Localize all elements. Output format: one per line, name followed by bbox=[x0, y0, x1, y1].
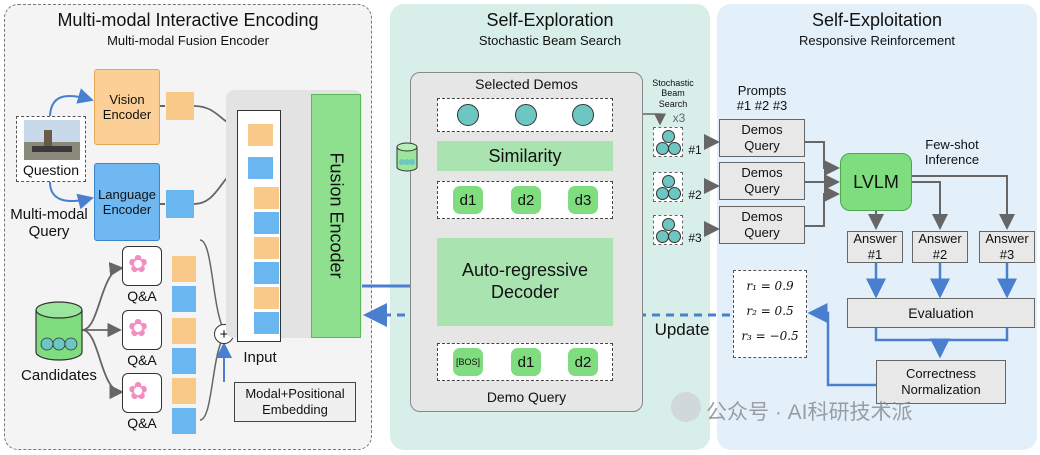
prompts-label: Prompts #1 #2 #3 bbox=[736, 83, 788, 113]
bos-token: [BOS] bbox=[453, 348, 483, 376]
reward-box bbox=[733, 270, 807, 358]
lvlm-box: LVLM bbox=[840, 153, 912, 211]
query-token-d1: d1 bbox=[511, 348, 541, 376]
language-token bbox=[166, 190, 194, 218]
candidates-database-icon bbox=[35, 301, 83, 361]
question-image bbox=[24, 120, 80, 160]
left-panel-subtitle: Multi-modal Fusion Encoder bbox=[107, 33, 269, 48]
qa-token bbox=[172, 318, 196, 344]
qa-label-2: Q&A bbox=[127, 352, 157, 368]
watermark-text: 公众号 · AI科研技术派 bbox=[706, 401, 913, 424]
prompt-box-3: Demos Query bbox=[719, 206, 805, 244]
selected-demo-node bbox=[515, 104, 537, 126]
demo-token-d2: d2 bbox=[511, 186, 541, 214]
middle-panel-title: Self-Exploration bbox=[486, 10, 614, 30]
correctness-normalization-box: Correctness Normalization bbox=[876, 360, 1006, 404]
qa-token bbox=[172, 378, 196, 404]
qa-card-3 bbox=[122, 373, 162, 413]
input-token bbox=[254, 237, 279, 259]
similarity-box: Similarity bbox=[437, 141, 613, 171]
right-panel-subtitle: Responsive Reinforcement bbox=[798, 33, 956, 48]
answer-box-2: Answer #2 bbox=[912, 231, 968, 263]
input-token bbox=[254, 212, 279, 234]
beam-2-label: #2 bbox=[688, 188, 702, 202]
input-token bbox=[248, 157, 273, 179]
stochastic-beam-search-label: Stochastic Beam Search bbox=[652, 78, 694, 109]
qa-token bbox=[172, 256, 196, 282]
input-token bbox=[248, 124, 273, 146]
qa-token bbox=[172, 348, 196, 374]
fusion-encoder-label: Fusion Encoder bbox=[326, 152, 347, 279]
beam-1-label: #1 bbox=[688, 143, 702, 157]
qa-card-1 bbox=[122, 246, 162, 286]
x3-label: x3 bbox=[672, 111, 686, 125]
flower-icon: ✿ bbox=[128, 251, 149, 278]
qa-token bbox=[172, 286, 196, 312]
fewshot-label: Few-shot Inference bbox=[924, 137, 980, 167]
answer-box-3: Answer #3 bbox=[979, 231, 1035, 263]
input-token bbox=[254, 287, 279, 309]
modal-positional-embedding: Modal+Positional Embedding bbox=[234, 382, 356, 422]
reward-2: r₂ = 0.5 bbox=[746, 304, 794, 318]
demo-query-label: Demo Query bbox=[486, 389, 567, 405]
language-encoder: Language Encoder bbox=[94, 163, 160, 241]
wechat-icon bbox=[671, 392, 701, 422]
middle-panel-subtitle: Stochastic Beam Search bbox=[478, 33, 622, 48]
qa-card-2 bbox=[122, 310, 162, 350]
demo-token-d1: d1 bbox=[453, 186, 483, 214]
flower-icon: ✿ bbox=[128, 378, 149, 405]
demo-database-icon bbox=[396, 142, 418, 172]
candidates-label: Candidates bbox=[21, 367, 97, 384]
evaluation-box: Evaluation bbox=[847, 298, 1035, 328]
input-token bbox=[254, 262, 279, 284]
input-token bbox=[254, 312, 279, 334]
fusion-encoder bbox=[311, 94, 361, 338]
beam-1 bbox=[653, 127, 683, 157]
reward-1: r₁ = 0.9 bbox=[746, 279, 794, 293]
beam-3 bbox=[653, 215, 683, 245]
beam-3-label: #3 bbox=[688, 231, 702, 245]
multimodal-query-label: Multi-modal Query bbox=[10, 206, 88, 241]
question-label: Question bbox=[22, 162, 80, 178]
autoregressive-decoder: Auto-regressive Decoder bbox=[437, 238, 613, 326]
qa-token bbox=[172, 408, 196, 434]
right-panel-title: Self-Exploitation bbox=[811, 10, 943, 30]
flower-icon: ✿ bbox=[128, 315, 149, 342]
prompt-box-2: Demos Query bbox=[719, 162, 805, 200]
input-token bbox=[254, 187, 279, 209]
qa-label-3: Q&A bbox=[127, 415, 157, 431]
selected-demo-node bbox=[457, 104, 479, 126]
selected-demos-label: Selected Demos bbox=[475, 76, 578, 92]
vision-encoder: Vision Encoder bbox=[94, 69, 160, 145]
beam-2 bbox=[653, 172, 683, 202]
selected-demo-node bbox=[572, 104, 594, 126]
answer-box-1: Answer #1 bbox=[847, 231, 903, 263]
vision-token bbox=[166, 92, 194, 120]
left-panel-title: Multi-modal Interactive Encoding bbox=[57, 10, 319, 30]
qa-label-1: Q&A bbox=[127, 288, 157, 304]
reward-3: r₃ = −0.5 bbox=[741, 329, 799, 343]
update-label: Update bbox=[654, 320, 710, 339]
prompt-box-1: Demos Query bbox=[719, 119, 805, 157]
input-label: Input bbox=[243, 349, 277, 366]
demo-token-d3: d3 bbox=[568, 186, 598, 214]
query-token-d2: d2 bbox=[568, 348, 598, 376]
